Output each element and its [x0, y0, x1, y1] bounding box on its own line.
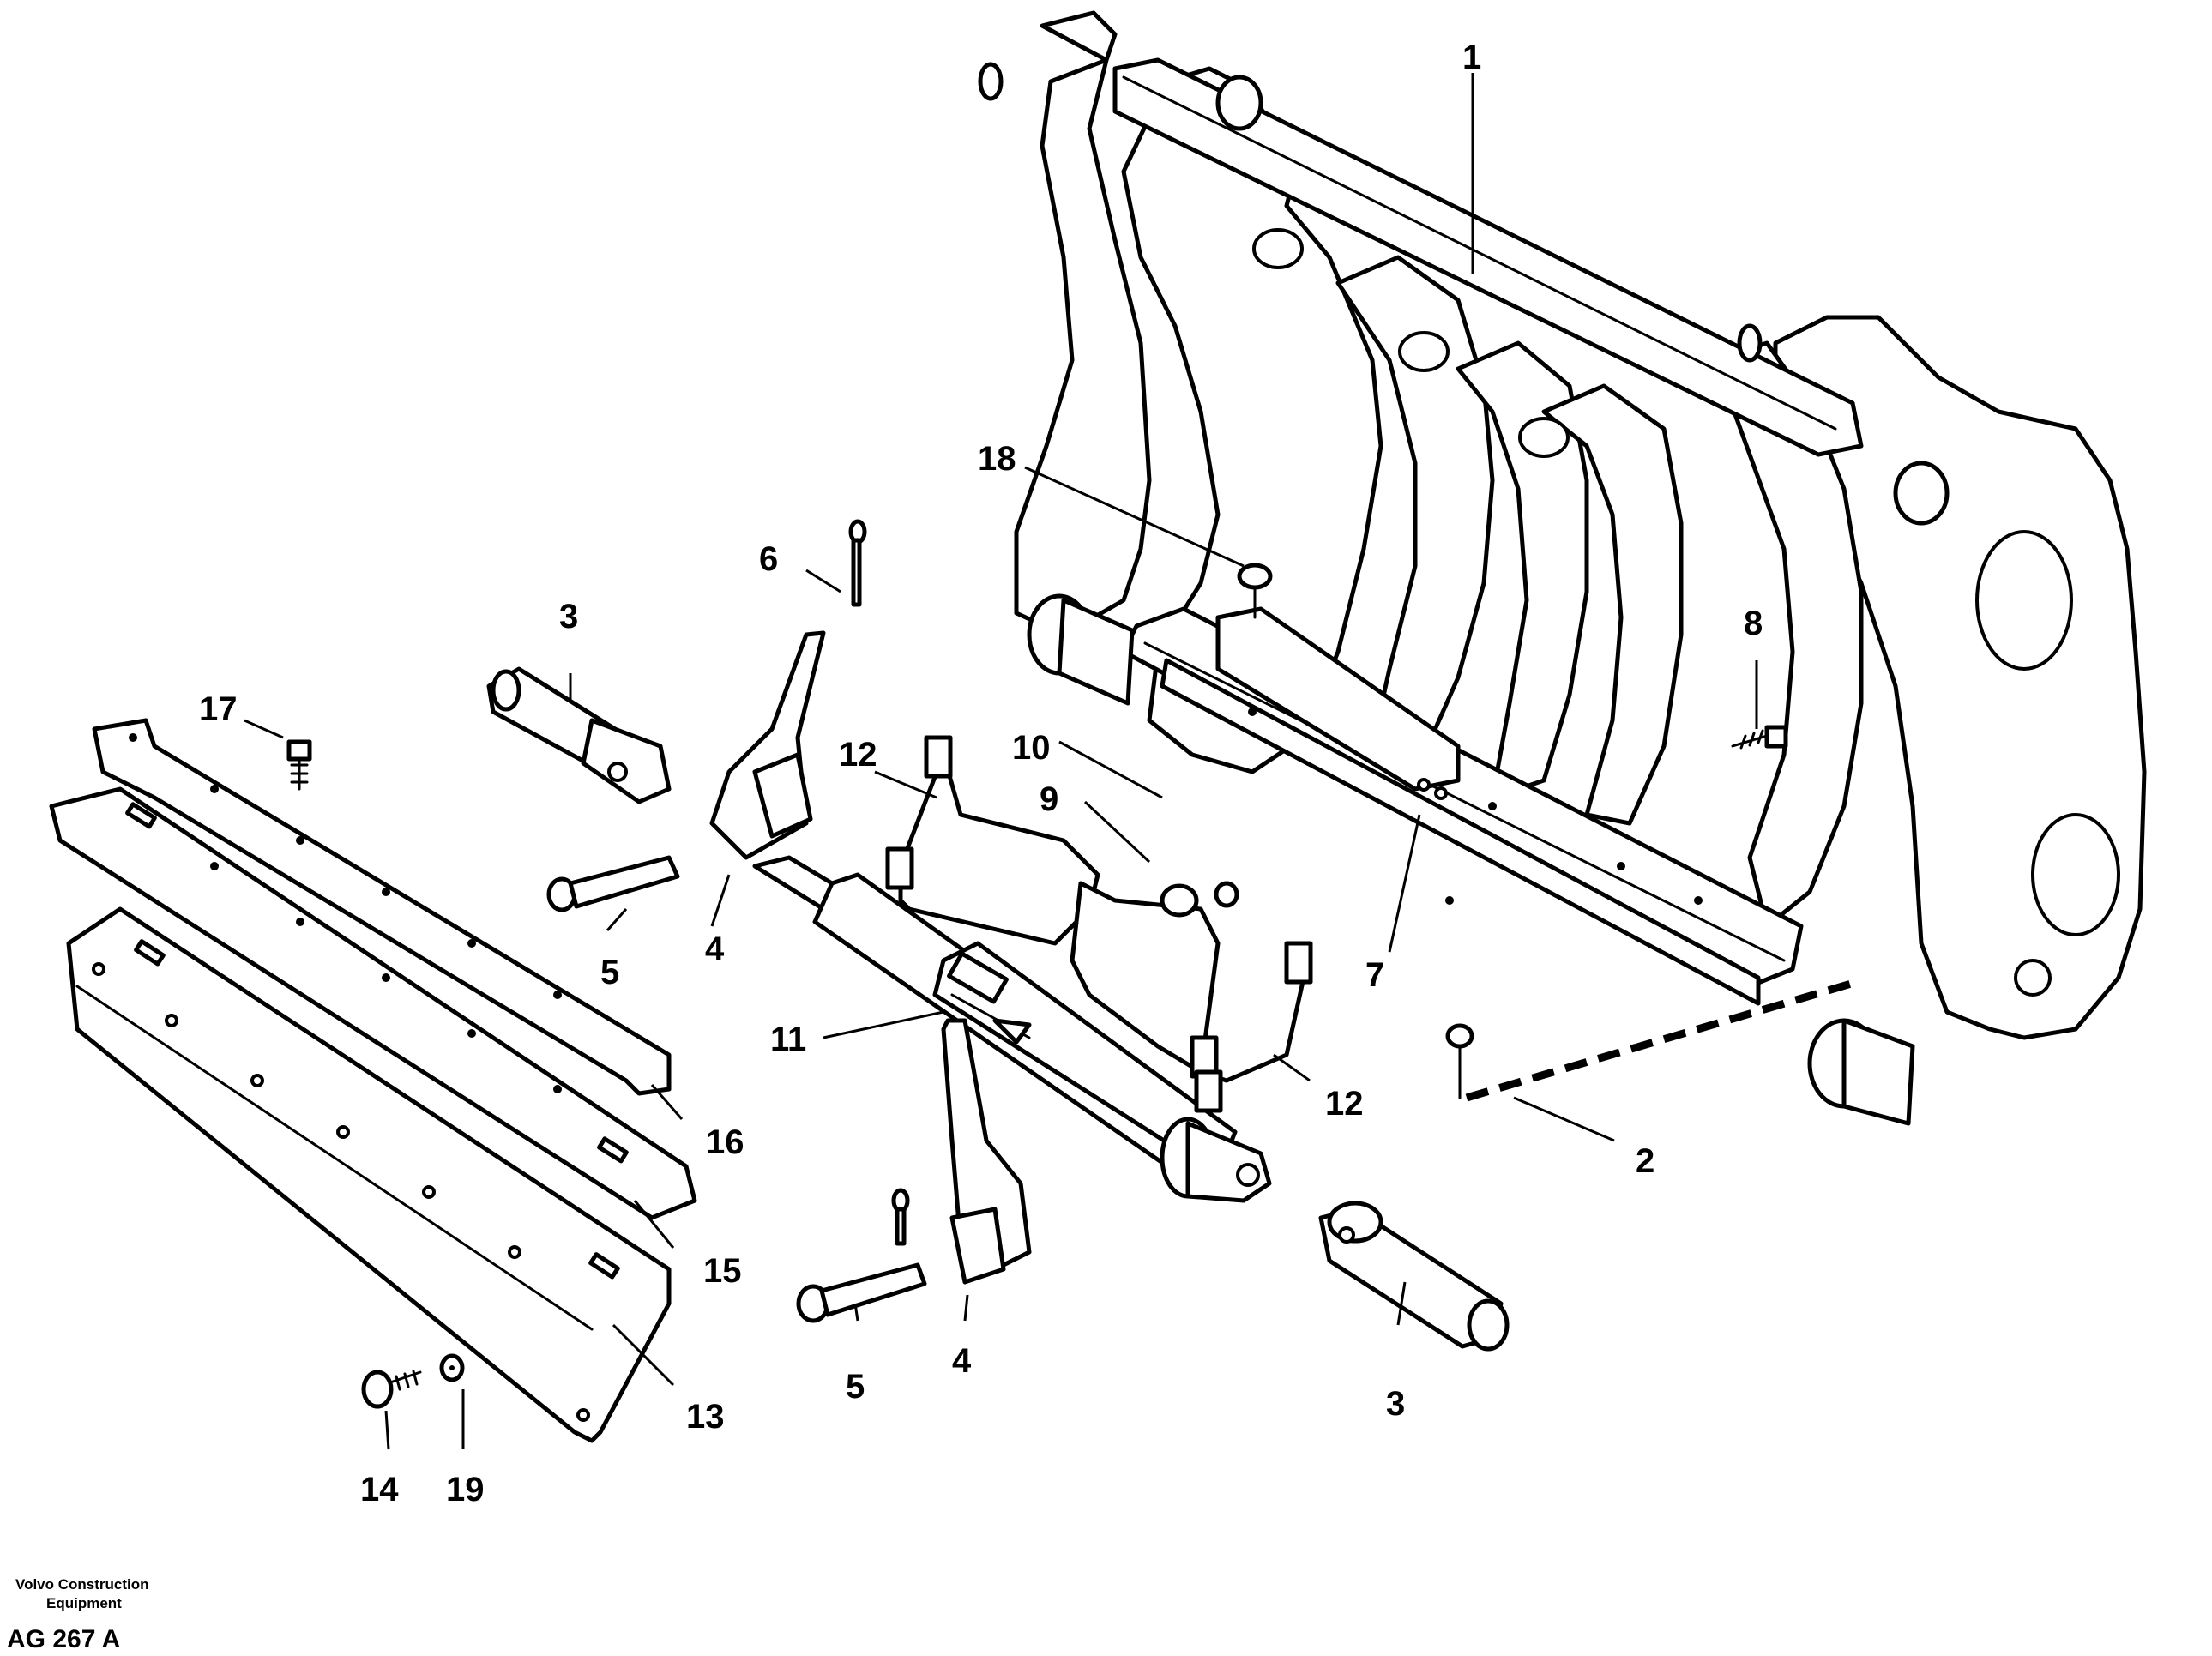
- callout-12-upper: 12: [839, 736, 877, 774]
- callout-11: 11: [770, 1021, 806, 1058]
- washer-19: [439, 1353, 465, 1382]
- callout-7: 7: [1365, 956, 1384, 994]
- callout-12-lower: 12: [1325, 1085, 1364, 1123]
- callout-1: 1: [1462, 39, 1481, 76]
- pin-bolt-lower: [796, 1262, 927, 1323]
- cotter-pin: [848, 519, 867, 607]
- plate-13: [66, 906, 672, 1443]
- pin-bolt-upper: [546, 855, 680, 912]
- callout-17: 17: [199, 690, 238, 728]
- callout-5-upper: 5: [600, 954, 619, 991]
- plate-16: [92, 718, 672, 1096]
- callout-14: 14: [360, 1471, 399, 1508]
- nut-9: [1160, 883, 1199, 918]
- hydraulic-hoses: [885, 735, 1313, 1113]
- callout-9: 9: [1040, 780, 1058, 818]
- callout-15: 15: [703, 1252, 742, 1290]
- callout-2: 2: [1636, 1142, 1654, 1180]
- callout-4-upper: 4: [705, 930, 725, 968]
- callout-18: 18: [978, 440, 1016, 478]
- bolt-14: [361, 1370, 422, 1409]
- callout-3-upper: 3: [559, 598, 578, 635]
- callout-labels: 1 2 3 3 4 4 5 5 6 7 8 9 10 11 12 12 13 1…: [199, 39, 1763, 1508]
- lubrication-line: [1465, 978, 1859, 1102]
- callout-8: 8: [1744, 605, 1763, 642]
- figure-code: AG 267 A: [7, 1625, 121, 1653]
- leader-lines: [244, 73, 1758, 1450]
- attachment-frame: [978, 10, 2147, 1126]
- pin-upper: [486, 666, 672, 804]
- callout-19: 19: [446, 1471, 485, 1508]
- bolt-8: [1731, 725, 1788, 750]
- grease-nipple-2: [1445, 1023, 1474, 1099]
- cotter-pin-lower: [891, 1188, 910, 1246]
- callout-13: 13: [686, 1398, 725, 1436]
- pin-lower: [1318, 1201, 1510, 1352]
- manufacturer-line-1: Volvo Construction: [15, 1576, 149, 1593]
- callout-3-lower: 3: [1386, 1385, 1405, 1423]
- plate-15: [49, 786, 697, 1220]
- callout-4-lower: 4: [952, 1342, 972, 1380]
- hydraulic-cylinder: [752, 855, 1272, 1203]
- bracket-lower: [941, 1018, 1032, 1285]
- callout-16: 16: [706, 1123, 744, 1161]
- callout-10: 10: [1012, 729, 1051, 767]
- bracket-upper: [709, 630, 826, 860]
- callout-6: 6: [759, 540, 778, 578]
- washer-10: [1214, 881, 1239, 908]
- bolt-18: [1237, 563, 1273, 619]
- bolt-17: [286, 739, 312, 791]
- callout-5-lower: 5: [846, 1368, 865, 1406]
- manufacturer-line-2: Equipment: [46, 1595, 122, 1611]
